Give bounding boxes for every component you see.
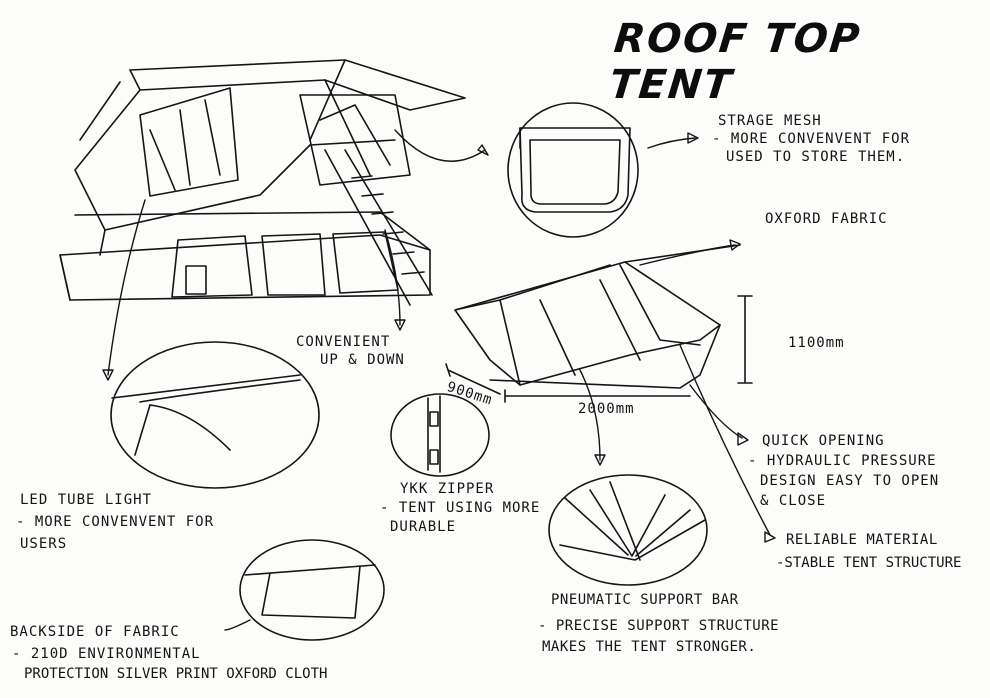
leader-lines [103,130,775,630]
height-dimension: 1100mm [788,334,845,353]
support-bar-heading: PNEUMATIC SUPPORT BAR [551,591,739,610]
led-heading: LED TUBE LIGHT [20,491,152,510]
support-bar-detail [549,475,707,585]
oxford-fabric-heading: OXFORD FABRIC [765,210,888,229]
reliable-material-line-1: -STABLE TENT STRUCTURE [776,554,961,573]
fabric-backside-detail [240,540,384,640]
support-bar-line-1: - PRECISE SUPPORT STRUCTURE [538,617,779,636]
backside-line-2: PROTECTION SILVER PRINT OXFORD CLOTH [24,665,327,684]
quick-opening-line-3: & CLOSE [760,492,826,511]
support-bar-line-2: MAKES THE TENT STRONGER. [542,638,756,657]
page-title: ROOF TOP TENT [607,16,990,108]
reliable-material-heading: RELIABLE MATERIAL [786,531,938,550]
ladder-line-1: CONVENIENT [296,333,390,352]
storage-mesh-detail [508,103,638,237]
zipper-line-2: DURABLE [390,518,456,537]
zipper-line-1: - TENT USING MORE [380,499,540,518]
zipper-detail [391,394,489,476]
backside-line-1: - 210D ENVIRONMENTAL [12,645,201,664]
storage-mesh-heading: STRAGE MESH [718,112,822,131]
quick-opening-line-1: - HYDRAULIC PRESSURE [748,452,937,471]
led-line-2: USERS [20,535,67,554]
led-light-detail [111,342,319,488]
folded-tent-drawing [446,245,752,402]
storage-mesh-line-1: - MORE CONVENVENT FOR [712,130,910,149]
quick-opening-heading: QUICK OPENING [762,432,885,451]
quick-opening-line-2: DESIGN EASY TO OPEN [760,472,939,491]
led-line-1: - MORE CONVENVENT FOR [16,513,214,532]
width-dimension: 2000mm [578,400,635,419]
zipper-heading: YKK ZIPPER [400,480,494,499]
main-tent-drawing [60,60,465,305]
storage-mesh-line-2: USED TO STORE THEM. [726,148,905,167]
ladder-line-2: UP & DOWN [320,351,405,370]
backside-heading: BACKSIDE OF FABRIC [10,623,180,642]
